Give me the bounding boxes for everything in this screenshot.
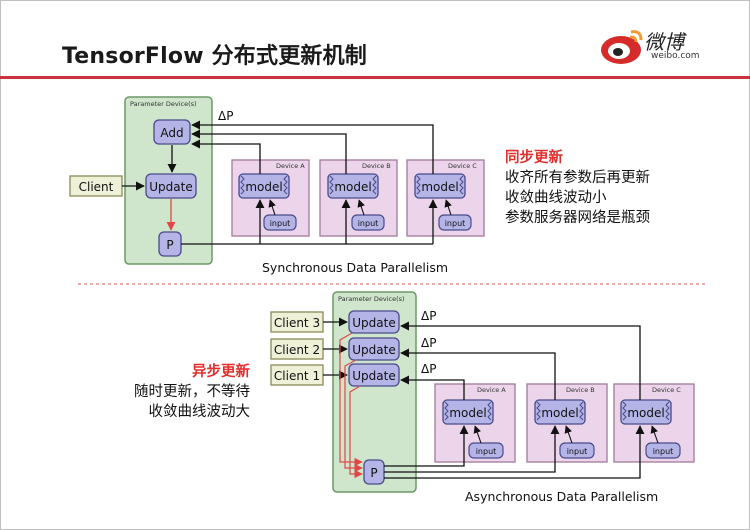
sync-input-a <box>263 214 297 231</box>
sync-delta-label: ΔP <box>218 109 233 123</box>
sync-device-b: Device B model input <box>319 159 398 237</box>
async-device-c-label: Device C <box>652 386 681 394</box>
async-input-c-label: input <box>653 447 674 456</box>
client-1-label: Client 1 <box>274 369 320 383</box>
sync-input-b-label: input <box>358 219 379 228</box>
async-model-b-label: model <box>541 406 578 420</box>
sync-device-a: Device A model input <box>231 159 310 237</box>
async-model-a <box>442 399 494 425</box>
async-input-a-label: input <box>476 447 497 456</box>
async-device-b: Device B model input <box>526 383 608 463</box>
sync-device-c: Device C model input <box>406 159 485 237</box>
sync-model-a <box>238 173 290 199</box>
async-device-b-label: Device B <box>566 386 595 394</box>
sync-input-c-label: input <box>445 219 466 228</box>
async-notes-line-2: 收敛曲线波动大 <box>148 404 251 420</box>
async-delta-label-3: ΔP <box>421 309 436 323</box>
async-model-a-label: model <box>449 406 486 420</box>
sync-client-label: Client <box>79 180 114 194</box>
async-notes-heading: 异步更新 <box>192 364 250 380</box>
sync-model-c <box>414 173 466 199</box>
sync-update-label: Update <box>149 180 192 194</box>
logo-text: 微博 <box>644 30 684 54</box>
client-2-label: Client 2 <box>274 343 320 357</box>
async-update-label-2: Update <box>352 343 395 357</box>
async-model-b <box>534 399 586 425</box>
async-parameter-label: Parameter Device(s) <box>338 295 405 303</box>
async-model-c-label: model <box>627 406 664 420</box>
sync-input-c <box>438 214 472 231</box>
weibo-logo-icon <box>601 30 643 64</box>
async-update-label-1: Update <box>352 369 395 383</box>
sync-device-a-label: Device A <box>276 162 305 170</box>
async-update-label-3: Update <box>352 316 395 330</box>
sync-parameter-label: Parameter Device(s) <box>130 100 197 108</box>
sync-device-b-label: Device B <box>362 162 391 170</box>
logo-subtext: weibo.com <box>651 51 700 61</box>
async-caption: Asynchronous Data Parallelism <box>465 489 658 504</box>
client-3-label: Client 3 <box>274 316 320 330</box>
async-input-b <box>559 442 595 459</box>
async-input-a <box>468 442 504 459</box>
sync-model-b-label: model <box>334 180 371 194</box>
async-notes: 异步更新 随时更新，不等待 收敛曲线波动大 <box>116 362 250 422</box>
sync-notes: 同步更新 收齐所有参数后再更新 收敛曲线波动小 参数服务器网络是瓶颈 <box>505 148 650 228</box>
sync-model-a-label: model <box>245 180 282 194</box>
async-notes-line-1: 随时更新，不等待 <box>134 384 250 400</box>
sync-notes-line-1: 收齐所有参数后再更新 <box>505 170 650 186</box>
sync-input-a-label: input <box>270 219 291 228</box>
async-device-a: Device A model input <box>434 383 516 463</box>
async-model-c <box>620 399 672 425</box>
async-input-b-label: input <box>567 447 588 456</box>
async-p-label: P <box>370 466 377 480</box>
sync-add-node <box>153 119 191 145</box>
sync-notes-heading: 同步更新 <box>505 150 563 166</box>
title-underline <box>0 76 750 79</box>
sync-notes-line-2: 收敛曲线波动小 <box>505 190 607 206</box>
sync-update-node <box>145 173 197 199</box>
sync-device-c-label: Device C <box>448 162 477 170</box>
sync-diagram: Parameter Device(s) Add Update P Client … <box>69 96 485 275</box>
page-title: TensorFlow 分布式更新机制 <box>62 44 367 69</box>
sync-add-label: Add <box>160 126 183 140</box>
async-delta-label-1: ΔP <box>421 362 436 376</box>
async-update-node-1 <box>348 363 400 387</box>
async-diagram: Parameter Device(s) Update Update Update… <box>270 291 695 504</box>
async-delta-label-2: ΔP <box>421 336 436 350</box>
async-device-c: Device C model input <box>613 383 695 463</box>
sync-caption: Synchronous Data Parallelism <box>262 260 448 275</box>
async-update-node-3 <box>348 310 400 334</box>
async-input-c <box>645 442 681 459</box>
sync-model-c-label: model <box>421 180 458 194</box>
sync-notes-line-3: 参数服务器网络是瓶颈 <box>505 210 650 226</box>
sync-model-b <box>327 173 379 199</box>
async-device-a-label: Device A <box>477 386 506 394</box>
async-update-node-2 <box>348 337 400 361</box>
sync-input-b <box>351 214 385 231</box>
sync-p-label: P <box>166 238 173 252</box>
